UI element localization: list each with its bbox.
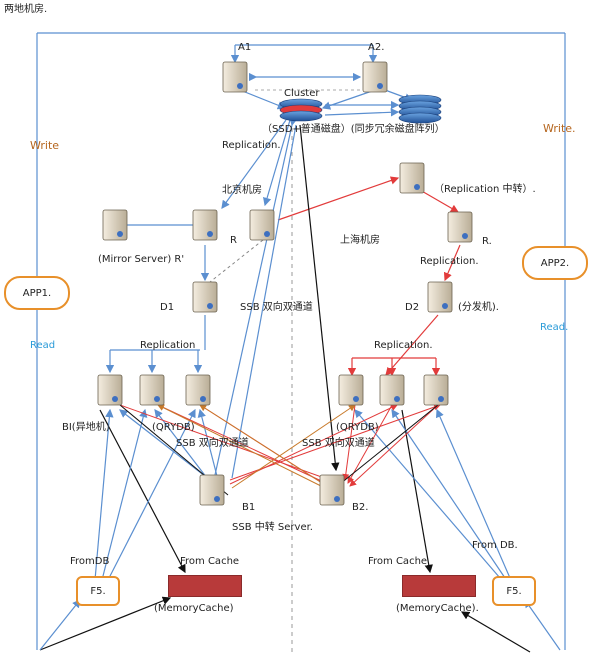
outer-frame	[36, 32, 566, 650]
label-a2: A2.	[368, 42, 385, 53]
label-bi: BI(异地机)	[62, 422, 110, 433]
label-fromcache-left: From Cache	[180, 556, 240, 567]
label-memcache-left: (MemoryCache)	[154, 603, 234, 614]
label-a1: A1	[238, 42, 252, 53]
label-fromdb-left: FromDB	[70, 556, 110, 567]
label-r-left: R	[230, 235, 237, 246]
label-disk-array: （SSD+普通磁盘）(同步冗余磁盘阵列）	[262, 124, 445, 135]
label-read-left: Read	[30, 340, 56, 351]
label-write-left: Write	[30, 139, 60, 152]
label-b1: B1	[242, 502, 256, 513]
label-memcache-right: (MemoryCache).	[396, 603, 479, 614]
label-replication-top: Replication.	[222, 140, 281, 151]
label-shanghai-room: 上海机房	[340, 235, 380, 246]
label-qrydb-left: (QRYDB)	[152, 422, 195, 433]
label-beijing-room: 北京机房	[222, 185, 262, 196]
app2-cloud: APP2.	[522, 246, 588, 280]
label-fromcache-right: From Cache	[368, 556, 428, 567]
label-read-right: Read.	[540, 322, 569, 333]
memory-cache-right	[402, 575, 476, 597]
memory-cache-left	[168, 575, 242, 597]
app1-cloud: APP1.	[4, 276, 70, 310]
label-r-right: R.	[482, 236, 492, 247]
label-mirror-server: (Mirror Server) R'	[98, 254, 185, 265]
label-b2: B2.	[352, 502, 369, 513]
label-ssb-channel-2: SSB 双向双通道	[176, 438, 249, 449]
label-fromdb-right: From DB.	[472, 540, 518, 551]
label-cluster: Cluster	[284, 88, 320, 99]
label-ssb-channel-3: SSB 双向双通道	[302, 438, 375, 449]
label-ssb-relay-server: SSB 中转 Server.	[232, 522, 313, 533]
label-write-right: Write.	[543, 122, 576, 135]
label-qrydb-right: (QRYDB)	[336, 422, 379, 433]
label-d2: D2	[405, 302, 420, 313]
f5-left: F5.	[76, 576, 120, 606]
label-ssb-channel-1: SSB 双向双通道	[240, 302, 313, 313]
page-title: 两地机房.	[4, 4, 48, 15]
label-replication-left-mid: Replication	[140, 340, 196, 351]
label-replication-relay: （Replication 中转）.	[434, 184, 536, 195]
disk-array-icons	[279, 94, 442, 124]
label-replication-right: Replication.	[420, 256, 479, 267]
f5-right: F5.	[492, 576, 536, 606]
label-distributor: (分发机).	[458, 302, 499, 313]
label-replication-right-mid: Replication.	[374, 340, 433, 351]
label-d1: D1	[160, 302, 175, 313]
